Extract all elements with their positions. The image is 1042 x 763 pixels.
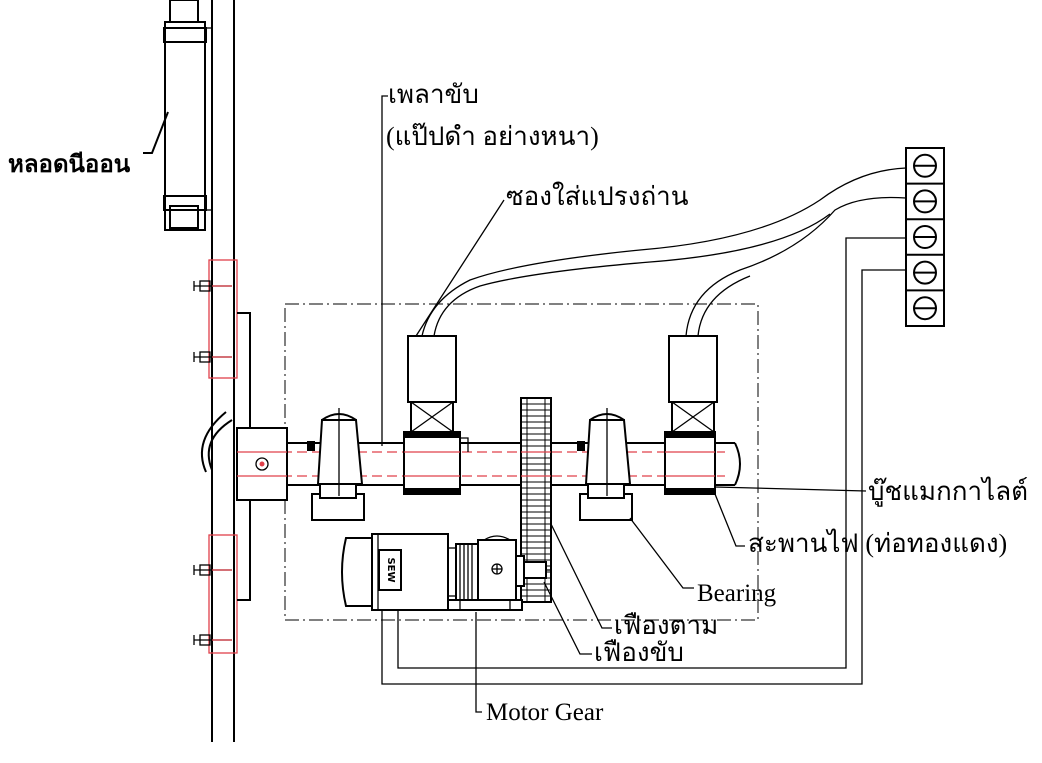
upper-bracket	[193, 259, 238, 379]
lower-bracket	[193, 534, 238, 654]
brush-holder-left	[403, 335, 469, 495]
brush-holder-right	[664, 335, 718, 495]
bolt-icon	[193, 634, 232, 646]
terminal-block	[905, 147, 945, 327]
leader-lines	[381, 95, 867, 713]
vertical-post	[211, 0, 235, 742]
label-brush-holder: ซองใส่แปรงถ่าน	[506, 182, 689, 211]
label-motor-gear: Motor Gear	[486, 699, 604, 726]
bolt-icon	[193, 280, 232, 292]
shaft-coupling	[236, 427, 288, 501]
label-copper-bridge: สะพานไฟ (ท่อทองแดง)	[748, 528, 1007, 558]
label-neon-lamp: หลอดนีออน	[8, 150, 131, 178]
neon-lamp	[143, 0, 212, 231]
label-graphite-bush: บู๊ชแมกกาไลต์	[868, 476, 1028, 507]
label-drive-gear: เฟืองขับ	[594, 638, 684, 667]
bolt-icon	[193, 564, 232, 576]
bearing-right	[577, 408, 633, 521]
label-drive-shaft: เพลาขับ	[388, 80, 479, 109]
gear-hub	[526, 397, 546, 603]
wiring	[381, 167, 907, 685]
motor-badge: SEW	[385, 557, 396, 582]
label-bearing: Bearing	[697, 580, 777, 607]
bearing-left	[307, 408, 365, 521]
bolt-icon	[193, 351, 232, 363]
label-driven-gear: เฟืองตาม	[614, 611, 718, 640]
motor: SEW	[341, 533, 552, 611]
label-drive-shaft-detail: (แป๊ปดำ อย่างหนา)	[386, 122, 599, 151]
